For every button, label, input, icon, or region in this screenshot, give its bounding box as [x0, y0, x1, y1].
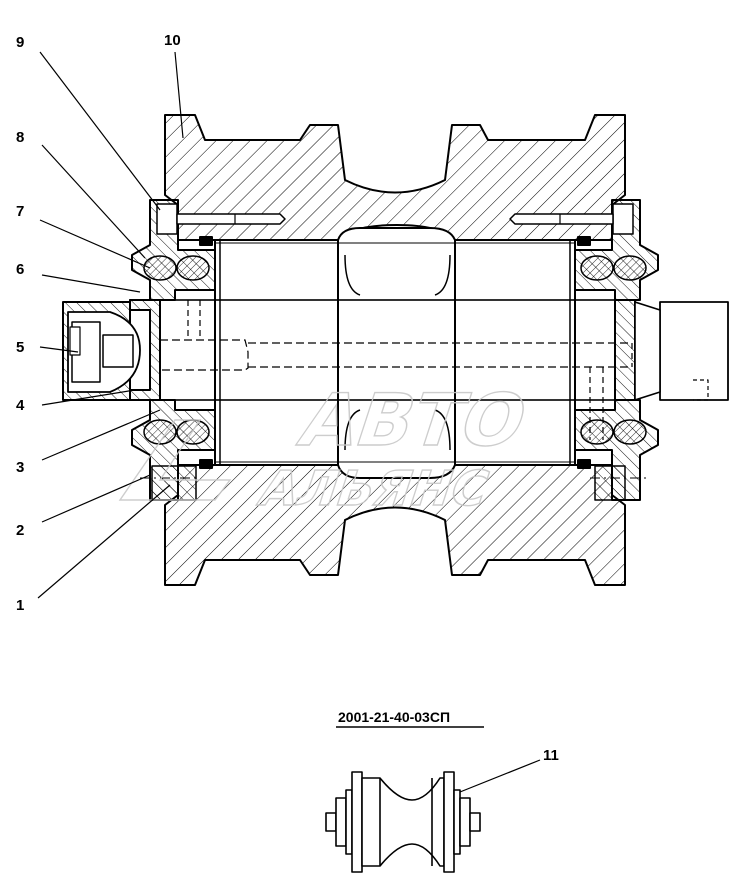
callout-9: 9	[16, 34, 24, 51]
right-lower-block	[594, 465, 626, 501]
left-bolt	[176, 213, 286, 225]
callout-2: 2	[16, 522, 24, 539]
right-end-cap	[659, 301, 729, 401]
watermark: АВТО АЛЬЯНС	[118, 378, 539, 517]
right-hub-assembly	[509, 199, 729, 501]
callout-10: 10	[164, 32, 181, 49]
callout-4: 4	[16, 397, 25, 414]
callout-3: 3	[16, 459, 24, 476]
left-bolt-head	[156, 203, 178, 235]
right-bolt-head	[612, 203, 634, 235]
drawing-caption: 2001-21-40-03СП	[338, 709, 450, 725]
callout-5: 5	[16, 339, 24, 356]
left-seal-rings	[143, 255, 210, 445]
axle-shaft	[129, 227, 650, 479]
callout-6: 6	[16, 261, 24, 278]
right-bolt	[509, 213, 614, 225]
right-seal-rings	[580, 255, 647, 445]
left-hub-assembly	[62, 199, 286, 501]
watermark-logo	[118, 419, 232, 501]
callout-7: 7	[16, 203, 24, 220]
callout-1: 1	[16, 597, 24, 614]
callout-11: 11	[543, 747, 559, 764]
watermark-line2: АЛЬЯНС	[252, 460, 496, 517]
small-roller-view	[325, 771, 481, 873]
right-collar	[614, 299, 636, 401]
watermark-line1: АВТО	[290, 379, 538, 463]
callout-8: 8	[16, 129, 24, 146]
